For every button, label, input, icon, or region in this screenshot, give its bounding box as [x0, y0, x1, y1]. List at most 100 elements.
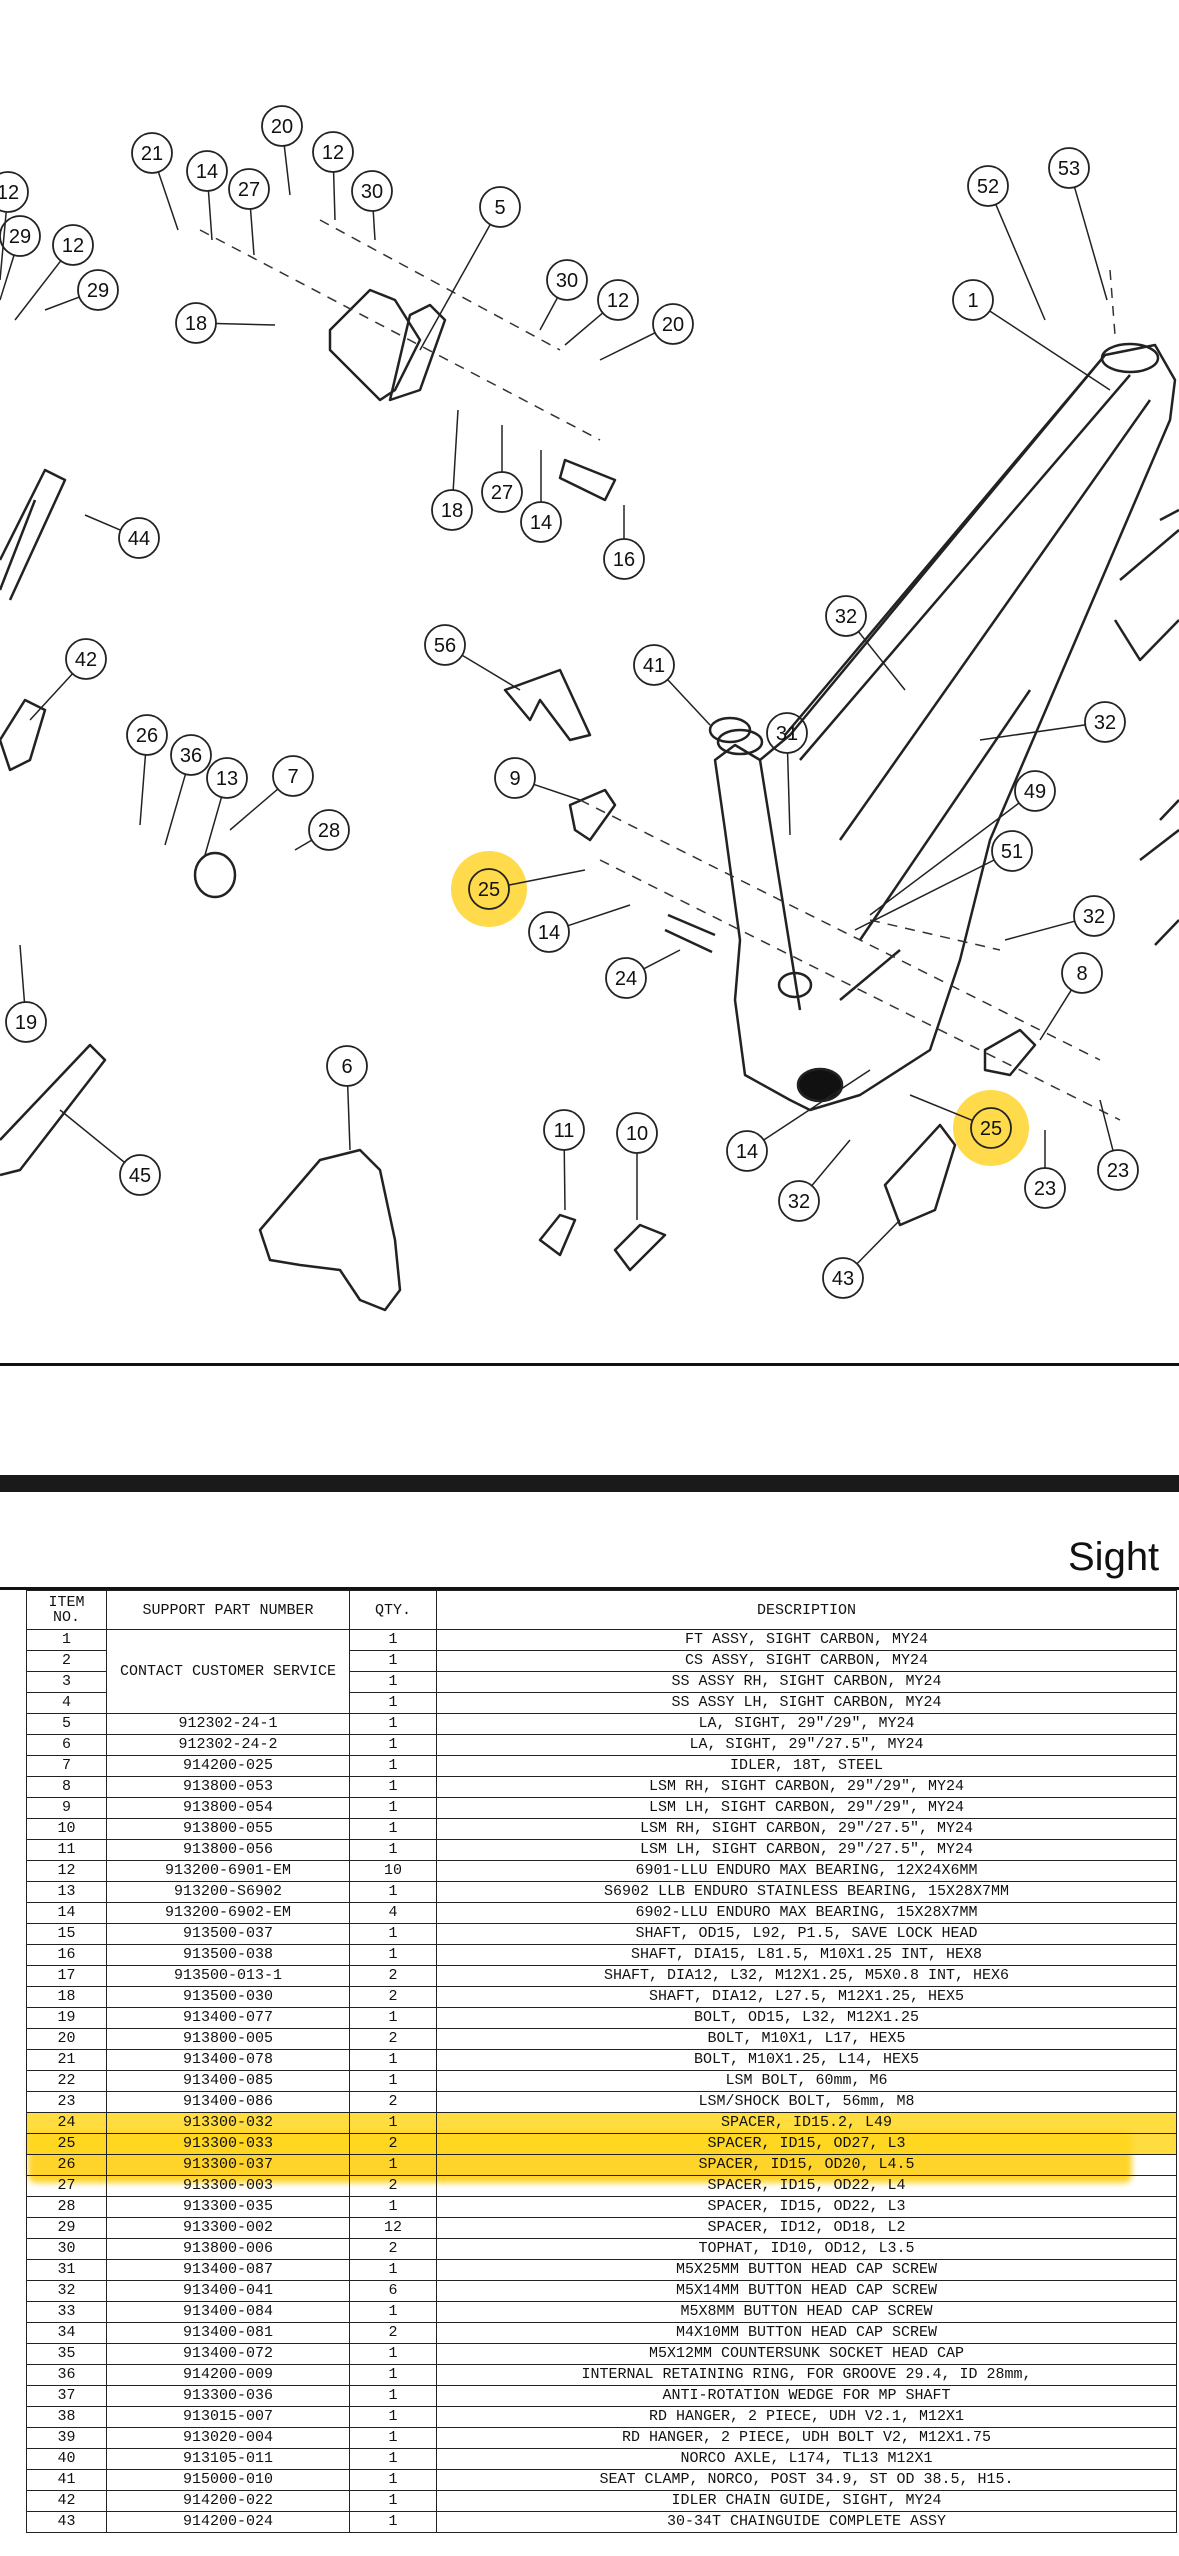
callout-balloon-45: 45	[59, 1109, 161, 1196]
item-no-cell: 35	[26, 2343, 107, 2365]
balloon-circle	[991, 830, 1033, 872]
part-number-cell: 915000-010	[106, 2469, 350, 2491]
qty-cell: 1	[349, 2301, 437, 2323]
callout-balloon-51: 51	[854, 830, 1033, 931]
item-no-cell: 31	[26, 2259, 107, 2281]
leader-line	[294, 839, 313, 851]
balloon-number: 14	[736, 1141, 758, 1163]
balloon-number: 14	[530, 512, 552, 534]
qty-cell: 4	[349, 1902, 437, 1924]
balloon-circle	[272, 755, 314, 797]
part-number-cell: 913800-005	[106, 2028, 350, 2050]
balloon-number: 32	[788, 1191, 810, 1213]
idler-chain-guide-43	[883, 1123, 957, 1227]
balloon-number: 18	[185, 313, 207, 335]
balloon-circle	[633, 644, 675, 686]
description-cell: 6901-LLU ENDURO MAX BEARING, 12X24X6MM	[436, 1860, 1177, 1882]
qty-cell: 1	[349, 1650, 437, 1672]
callout-balloon-30: 30	[351, 170, 393, 241]
part-number-cell: 913400-085	[106, 2070, 350, 2092]
leader-line	[139, 754, 147, 826]
leader-line	[84, 514, 121, 531]
callout-balloon-1: 1	[952, 279, 1111, 391]
balloon-circle	[1024, 1167, 1066, 1209]
part-number-cell: 913020-004	[106, 2427, 350, 2449]
balloon-circle	[308, 809, 350, 851]
balloon-circle	[52, 224, 94, 266]
frame-drawing	[0, 288, 1179, 1312]
part-number-cell: 913015-007	[106, 2406, 350, 2428]
highlight-marks	[451, 851, 1029, 1166]
bill-of-materials-table: ITEM NO. SUPPORT PART NUMBER QTY. DESCRI…	[26, 1590, 1177, 2533]
qty-cell: 2	[349, 2175, 437, 2197]
balloon-circle	[0, 215, 41, 257]
leader-line	[452, 409, 459, 491]
callout-balloon-20: 20	[261, 105, 303, 196]
balloon-circle	[118, 517, 160, 559]
leader-line	[533, 783, 581, 801]
balloon-circle	[822, 1257, 864, 1299]
item-no-cell: 24	[26, 2112, 107, 2134]
balloon-circle	[825, 595, 867, 637]
callout-balloon-25: 25	[468, 868, 586, 910]
balloon-number: 1	[967, 290, 978, 312]
qty-cell: 1	[349, 2049, 437, 2071]
qty-cell: 1	[349, 1881, 437, 1903]
item-no-cell: 30	[26, 2238, 107, 2260]
balloon-circle	[479, 186, 521, 228]
callout-balloon-32: 32	[1004, 895, 1115, 941]
balloon-circle	[186, 150, 228, 192]
leader-line	[44, 296, 80, 311]
part-number-cell: 913300-033	[106, 2133, 350, 2155]
description-cell: M5X8MM BUTTON HEAD CAP SCREW	[436, 2301, 1177, 2323]
qty-cell: 2	[349, 1986, 437, 2008]
balloon-number: 43	[832, 1268, 854, 1290]
description-cell: ANTI-ROTATION WEDGE FOR MP SHAFT	[436, 2385, 1177, 2407]
callout-balloon-53: 53	[1048, 147, 1108, 301]
balloon-number: 12	[322, 142, 344, 164]
description-cell: LA, SIGHT, 29"/29", MY24	[436, 1713, 1177, 1735]
balloon-circle	[175, 302, 217, 344]
qty-cell: 1	[349, 2154, 437, 2176]
description-cell: LSM RH, SIGHT CARBON, 29"/29", MY24	[436, 1776, 1177, 1798]
item-no-cell: 18	[26, 1986, 107, 2008]
description-cell: LSM BOLT, 60mm, M6	[436, 2070, 1177, 2092]
balloon-circle	[1048, 147, 1090, 189]
item-no-cell: 16	[26, 1944, 107, 1966]
balloon-circle	[170, 734, 212, 776]
balloon-number: 42	[75, 649, 97, 671]
description-cell: M5X12MM COUNTERSUNK SOCKET HEAD CAP	[436, 2343, 1177, 2365]
leader-line	[229, 788, 279, 831]
leader-line	[157, 171, 179, 231]
part-number-cell: 913800-006	[106, 2238, 350, 2260]
part-number-cell: 912302-24-2	[106, 1734, 350, 1756]
part-number-cell: 913800-056	[106, 1839, 350, 1861]
qty-cell: 12	[349, 2217, 437, 2239]
leader-line	[0, 254, 15, 301]
balloon-number: 10	[626, 1123, 648, 1145]
leader-line	[1099, 1099, 1114, 1151]
balloon-number: 20	[271, 116, 293, 138]
description-cell: SHAFT, DIA15, L81.5, M10X1.25 INT, HEX8	[436, 1944, 1177, 1966]
balloon-number: 29	[87, 280, 109, 302]
lsm-10-11	[538, 1213, 667, 1272]
table-header-row: ITEM NO. SUPPORT PART NUMBER QTY. DESCRI…	[26, 1590, 1177, 1630]
part-number-cell: 913400-087	[106, 2259, 350, 2281]
leader-line	[346, 1085, 351, 1151]
seat-clamp-41	[708, 716, 752, 744]
description-cell: BOLT, M10X1.25, L14, HEX5	[436, 2049, 1177, 2071]
callout-balloon-21: 21	[131, 132, 179, 231]
balloon-circle	[1061, 952, 1103, 994]
